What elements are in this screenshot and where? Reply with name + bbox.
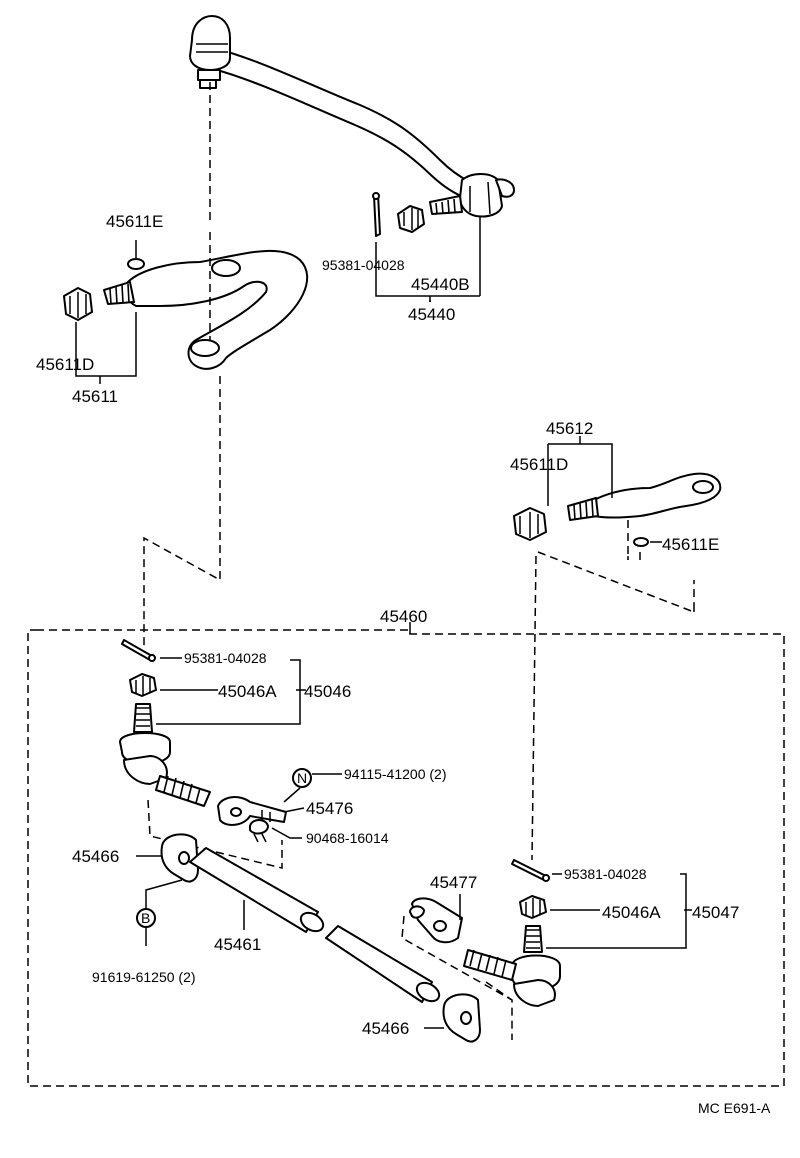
alignment-line-right [531, 551, 695, 861]
label-45047: 45047 [692, 903, 739, 922]
label-45046A-right: 45046A [602, 903, 661, 922]
label-45046A: 45046A [218, 682, 277, 701]
label-45440: 45440 [408, 305, 455, 324]
knuckle-arm-left [103, 249, 309, 370]
label-91619: 91619-61250 (2) [92, 969, 196, 985]
clamp-45476 [217, 796, 287, 826]
tie-rod-end-left [119, 703, 211, 807]
washer-45611E-top [127, 258, 145, 270]
nut-45611D-left [63, 287, 93, 321]
drag-link-left-stud [197, 69, 221, 81]
castle-nut-45046A-right [519, 895, 547, 919]
drag-link-right-stud [429, 195, 463, 215]
label-95381-a: 95381-04028 [184, 650, 267, 666]
figure-reference: MC E691-A [698, 1100, 771, 1116]
knuckle-arm-right [567, 472, 722, 521]
label-45611E-top: 45611E [106, 212, 163, 231]
label-45466-bottom: 45466 [362, 1019, 409, 1038]
label-45611D-left: 45611D [36, 355, 94, 374]
adjusting-tube-45461 [189, 847, 441, 1003]
assembly-box-45460 [27, 629, 785, 1087]
nut-45611D-right [513, 507, 547, 541]
drag-link-left-end [189, 15, 231, 71]
castle-nut-45440B [397, 205, 425, 233]
cotter-pin-right [511, 859, 550, 882]
clamp-45477 [409, 897, 463, 944]
clamp-45466-top [160, 833, 199, 883]
cotter-pin-left [121, 639, 156, 662]
label-45466-top: 45466 [72, 847, 119, 866]
new-part-marker-N: N [292, 768, 312, 788]
label-45476: 45476 [306, 799, 353, 818]
cotter-pin-top [372, 192, 381, 237]
label-95381-b: 95381-04028 [564, 866, 647, 882]
drag-link-assembly [189, 15, 515, 218]
washer-45611E-right [633, 537, 649, 547]
label-45612: 45612 [546, 419, 593, 438]
clamp-45466-bottom [442, 993, 481, 1043]
clip-90468 [249, 819, 269, 843]
label-45477: 45477 [430, 873, 477, 892]
marker-N-text: N [297, 770, 307, 786]
label-90468: 90468-16014 [306, 830, 389, 846]
label-45611: 45611 [72, 387, 118, 406]
alignment-line-left [143, 82, 221, 650]
marker-B-text: B [141, 910, 150, 926]
drag-link-left-nut [199, 79, 217, 89]
label-45440B: 45440B [411, 275, 470, 294]
label-45611D-right: 45611D [510, 455, 568, 474]
label-45046: 45046 [304, 682, 351, 701]
label-45461: 45461 [214, 935, 261, 954]
label-45611E-right: 45611E [662, 535, 719, 554]
label-94115: 94115-41200 (2) [344, 766, 446, 782]
bolt-marker-B: B [136, 908, 156, 928]
label-45460: 45460 [380, 607, 427, 626]
castle-nut-45046A [129, 673, 157, 697]
label-95381-top: 95381-04028 [322, 257, 405, 273]
drag-link-rod [209, 47, 471, 199]
tie-rod-end-right [463, 925, 561, 1007]
